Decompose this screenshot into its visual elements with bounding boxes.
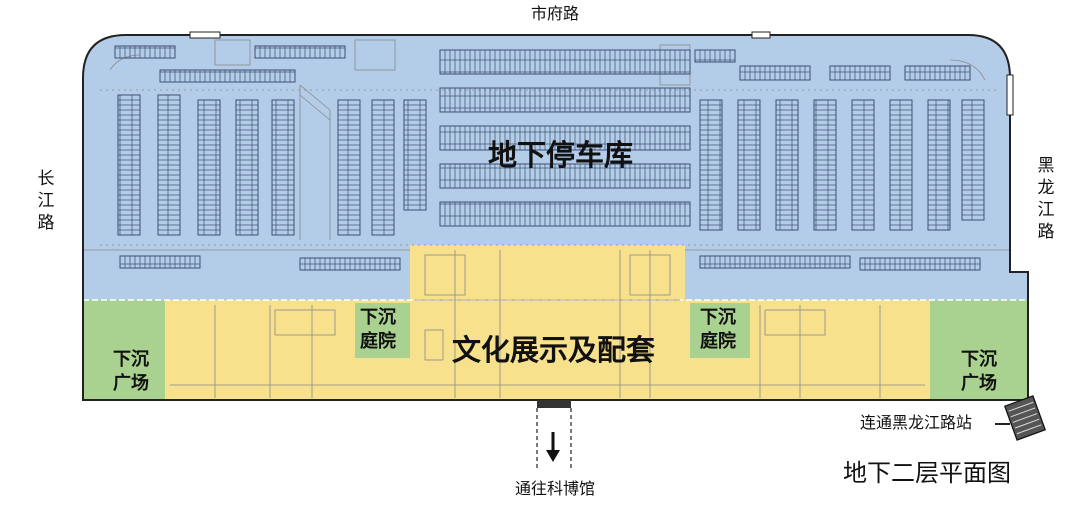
gate-right bbox=[1006, 74, 1014, 116]
parking-stall-block bbox=[851, 99, 875, 231]
parking-stall-block bbox=[439, 201, 691, 227]
parking-stall-block bbox=[157, 94, 181, 236]
parking-stall-block bbox=[114, 45, 176, 59]
parking-stall-block bbox=[699, 99, 723, 231]
parking-stall-block bbox=[254, 45, 346, 59]
gate-top-left bbox=[189, 31, 221, 39]
sunken-court-left-area bbox=[355, 303, 410, 358]
parking-stall-block bbox=[927, 99, 951, 231]
parking-zone-label: 地下停车库 bbox=[488, 140, 634, 172]
parking-stall-block bbox=[829, 65, 891, 81]
museum-link-label: 通往科博馆 bbox=[514, 481, 595, 498]
parking-stall-block bbox=[159, 69, 296, 83]
parking-stalls bbox=[114, 45, 985, 271]
museum-corridor bbox=[536, 400, 572, 470]
gate-top-right bbox=[751, 31, 771, 39]
parking-stall-block bbox=[859, 257, 981, 271]
road-label-top: 市府路 bbox=[530, 6, 579, 23]
parking-stall-block bbox=[439, 87, 691, 113]
parking-stall-block bbox=[699, 255, 851, 269]
culture-zone bbox=[165, 245, 930, 400]
parking-stall-block bbox=[775, 99, 799, 231]
parking-stall-block bbox=[271, 99, 295, 236]
sunken-court-right-label: 下沉庭院 bbox=[700, 307, 736, 351]
parking-stall-block bbox=[439, 125, 691, 151]
sunken-plaza-right-area bbox=[930, 300, 1028, 400]
culture-zone-label: 文化展示及配套 bbox=[452, 335, 656, 367]
arrow-down-icon bbox=[546, 432, 560, 462]
parking-stall-block bbox=[119, 255, 201, 269]
parking-stall-block bbox=[961, 99, 985, 221]
sunken-plaza-left-area bbox=[83, 300, 165, 400]
parking-stall-block bbox=[739, 65, 811, 81]
parking-stall-block bbox=[439, 49, 691, 75]
parking-stall-block bbox=[403, 99, 427, 211]
parking-stall-block bbox=[889, 99, 913, 231]
sunken-court-left-label: 下沉庭院 bbox=[360, 307, 396, 351]
parking-stall-block bbox=[439, 163, 691, 189]
parking-stall-block bbox=[904, 65, 971, 81]
stair-entrance-icon bbox=[995, 395, 1047, 441]
sunken-plaza-right-label: 下沉广场 bbox=[961, 349, 997, 393]
parking-stall-block bbox=[371, 99, 395, 236]
parking-stall-block bbox=[337, 99, 361, 236]
parking-stall-block bbox=[737, 99, 761, 231]
parking-stall-block bbox=[197, 99, 221, 236]
parking-stall-block bbox=[117, 94, 141, 236]
station-link-label: 连通黑龙江路站 bbox=[860, 415, 973, 432]
parking-stall-block bbox=[235, 99, 259, 236]
sunken-plaza-left-label: 下沉广场 bbox=[113, 349, 149, 393]
road-label-left: 长江路 bbox=[37, 169, 55, 232]
road-label-right: 黑龙江路 bbox=[1037, 156, 1055, 241]
parking-stall-block bbox=[299, 257, 401, 271]
sunken-court-right-area bbox=[690, 303, 750, 358]
parking-stall-block bbox=[694, 49, 736, 63]
parking-stall-block bbox=[813, 99, 837, 231]
plan-title: 地下二层平面图 bbox=[843, 460, 1011, 487]
